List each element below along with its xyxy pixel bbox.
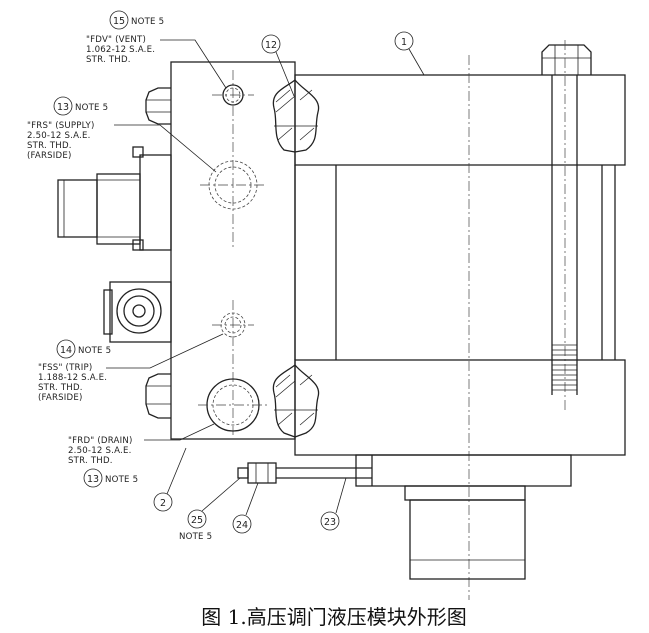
balloon-2: 2 (153, 492, 173, 512)
balloon-24-leader (245, 482, 259, 516)
balloon-15: 15 (109, 10, 129, 30)
frs-leader (114, 124, 217, 173)
frs-label-line1: "FRS" (SUPPLY) (27, 121, 95, 131)
frs-label-line2: 2.50-12 S.A.E. (27, 131, 91, 141)
frs-label-line4: (FARSIDE) (27, 151, 72, 161)
svg-text:15: 15 (113, 16, 125, 27)
frd-label-line1: "FRD" (DRAIN) (68, 436, 133, 446)
fss-trip-port (212, 312, 254, 338)
balloon-23-leader (335, 477, 347, 514)
svg-text:12: 12 (265, 40, 277, 51)
balloon-23: 23 (320, 511, 340, 531)
tie-rod-nut (541, 44, 592, 75)
svg-text:14: 14 (60, 345, 72, 356)
round-fitting (103, 281, 172, 343)
svg-text:13: 13 (87, 474, 99, 485)
balloon-13-bottom: 13 (83, 468, 103, 488)
frs-label-line3: STR. THD. (27, 141, 72, 151)
fss-label-line1: "FSS" (TRIP) (38, 363, 92, 373)
balloon-25: 25 (187, 509, 207, 529)
fss-label-line4: (FARSIDE) (38, 393, 83, 403)
solenoid-valve (57, 146, 172, 251)
frd-leader (144, 423, 215, 441)
balloon-1-leader (408, 48, 425, 76)
balloon-14: 14 (56, 339, 76, 359)
lower-cutaway-section (272, 364, 320, 438)
fss-label-line3: STR. THD. (38, 383, 83, 393)
svg-text:25: 25 (191, 515, 203, 526)
note-13-top-label: NOTE 5 (75, 103, 108, 113)
tube-fitting (237, 455, 373, 486)
balloon-25-leader (201, 477, 241, 512)
cylinder-assembly (294, 55, 626, 600)
balloon-1: 1 (394, 31, 414, 51)
balloon-12-leader (275, 51, 295, 97)
balloon-13-top: 13 (53, 96, 73, 116)
tie-rod (551, 40, 578, 410)
svg-text:1: 1 (401, 37, 407, 48)
note-25-label: NOTE 5 (179, 532, 212, 542)
balloon-24: 24 (232, 514, 252, 534)
svg-text:24: 24 (236, 520, 248, 531)
fdv-vent-port (212, 84, 254, 106)
fdv-label-line2: 1.062-12 S.A.E. (86, 45, 155, 55)
manifold-block (170, 61, 296, 440)
upper-cutaway-section (272, 79, 320, 153)
fdv-leader (160, 39, 227, 89)
bottom-hex-nut (145, 373, 171, 419)
svg-text:23: 23 (324, 517, 336, 528)
top-hex-nut (145, 87, 171, 125)
svg-text:13: 13 (57, 102, 69, 113)
fdv-label-line1: "FDV" (VENT) (86, 35, 146, 45)
frs-supply-port (200, 160, 266, 210)
note-15-label: NOTE 5 (131, 17, 164, 27)
fss-label-line2: 1.188-12 S.A.E. (38, 373, 107, 383)
frd-drain-port (198, 378, 268, 432)
fdv-label-line3: STR. THD. (86, 55, 131, 65)
note-14-label: NOTE 5 (78, 346, 111, 356)
balloon-12: 12 (261, 34, 281, 54)
svg-text:2: 2 (160, 498, 166, 509)
frd-label-line2: 2.50-12 S.A.E. (68, 446, 132, 456)
figure-caption: 图 1.高压调门液压模块外形图 (201, 605, 466, 629)
frd-label-line3: STR. THD. (68, 456, 113, 466)
balloon-2-leader (166, 447, 187, 495)
note-13-bottom-label: NOTE 5 (105, 475, 138, 485)
fss-leader (106, 333, 224, 369)
